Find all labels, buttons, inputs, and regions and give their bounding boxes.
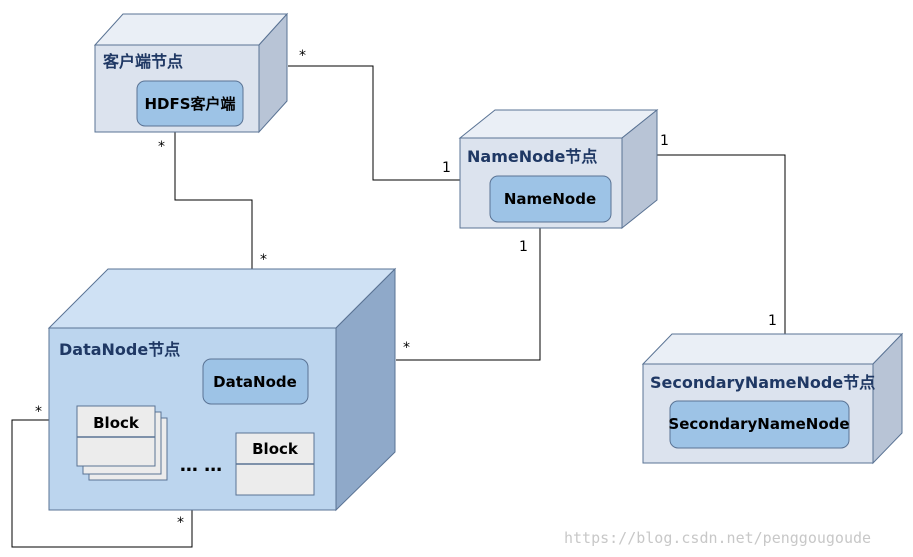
block-ellipsis: … … <box>180 455 222 476</box>
datanode-node-top <box>47 268 397 329</box>
mult-datanode-self-top: * <box>35 404 42 420</box>
block-right-label: Block <box>252 440 299 458</box>
secondary-node-title: SecondaryNameNode节点 <box>650 373 875 392</box>
mult-client-namenode-namenode: 1 <box>442 160 451 176</box>
connector-datanode-self <box>11 419 193 548</box>
datanode-component-label: DataNode <box>213 373 297 391</box>
connector-client-datanode <box>174 132 253 269</box>
namenode-node: NameNode节点 NameNode <box>458 108 659 230</box>
block-left-body <box>76 405 156 467</box>
mult-namenode-secondary-namenode: 1 <box>660 133 669 149</box>
connector-client-namenode <box>288 65 460 181</box>
connector-namenode-datanode <box>396 228 541 361</box>
datanode-node-title: DataNode节点 <box>59 340 180 359</box>
block-left: Block <box>76 405 156 467</box>
multiplicity-labels: * 1 * * 1 * 1 1 * * <box>35 48 777 531</box>
block-right: Block <box>235 432 315 496</box>
mult-client-datanode-client: * <box>158 139 165 155</box>
namenode-node-title: NameNode节点 <box>467 147 597 166</box>
mult-namenode-secondary-secondary: 1 <box>768 313 777 329</box>
client-node: 客户端节点 HDFS客户端 <box>93 12 289 134</box>
secondary-node-top <box>641 333 904 365</box>
connections <box>11 65 786 548</box>
hdfs-client-label: HDFS客户端 <box>144 95 235 113</box>
namenode-component <box>489 175 612 223</box>
block-left-label: Block <box>93 414 140 432</box>
client-node-title: 客户端节点 <box>103 52 183 71</box>
connector-namenode-secondary <box>624 154 786 334</box>
secondary-namenode-node: SecondaryNameNode节点 SecondaryNameNode <box>641 332 904 465</box>
secondary-component-label: SecondaryNameNode <box>668 415 849 433</box>
mult-datanode-self-bottom: * <box>177 515 184 531</box>
datanode-node: DataNode节点 DataNode Block … … Block <box>47 267 397 512</box>
datanode-component <box>202 358 309 405</box>
mult-namenode-datanode-namenode: 1 <box>519 239 528 255</box>
mult-namenode-datanode-datanode: * <box>403 340 410 356</box>
mult-client-namenode-client: * <box>299 48 306 64</box>
client-node-top <box>93 13 289 46</box>
secondary-namenode-component <box>669 400 850 449</box>
watermark-text: https://blog.csdn.net/penggougoude <box>564 529 871 547</box>
namenode-component-label: NameNode <box>504 190 596 208</box>
mult-client-datanode-datanode: * <box>260 252 267 268</box>
hdfs-client-component <box>136 80 244 127</box>
